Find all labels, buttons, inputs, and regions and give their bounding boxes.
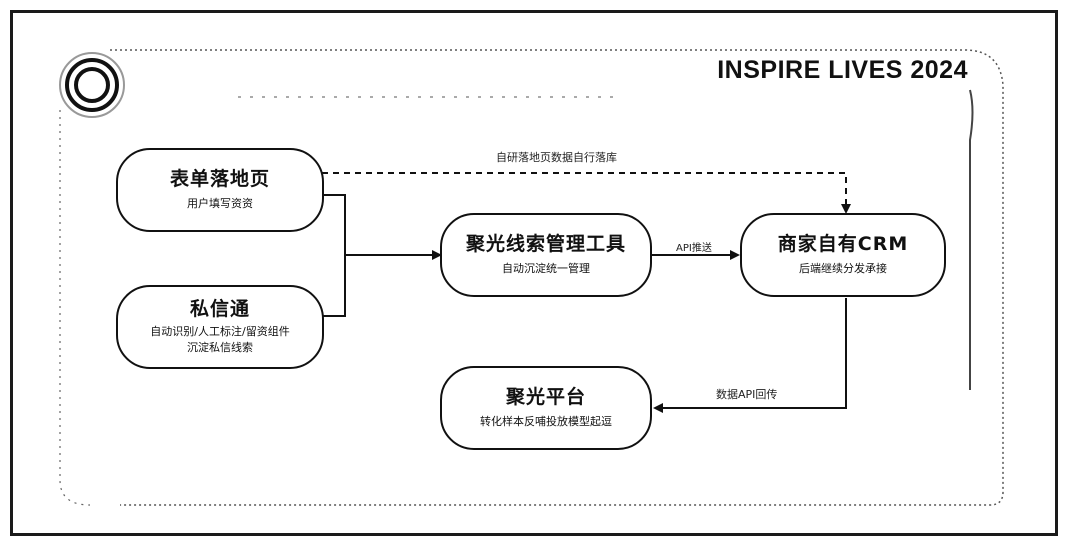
node-private-msg-title: 私信通 xyxy=(189,298,250,321)
node-private-msg: 私信通 自动识别/人工标注/留资组件 沉淀私信线索 xyxy=(116,285,324,369)
node-form-landing-title: 表单落地页 xyxy=(169,168,270,191)
node-crm: 商家自有CRM 后端继续分发承接 xyxy=(740,213,946,297)
edge-label-dashed-top: 自研落地页数据自行落库 xyxy=(496,151,617,164)
inner-frame-line-left xyxy=(59,110,91,506)
inner-frame-line xyxy=(110,49,1004,506)
node-private-msg-sub1: 自动识别/人工标注/留资组件 xyxy=(150,324,290,338)
edge-label-data-api-return: 数据API回传 xyxy=(716,388,778,401)
node-lead-tool: 聚光线索管理工具 自动沉淀统一管理 xyxy=(440,213,652,297)
node-lead-tool-sub: 自动沉淀统一管理 xyxy=(502,261,590,275)
inner-frame-line-right xyxy=(969,89,974,390)
node-private-msg-sub2: 沉淀私信线索 xyxy=(186,340,253,354)
edge-label-api-push: API推送 xyxy=(676,243,712,254)
node-lead-tool-title: 聚光线索管理工具 xyxy=(465,233,626,256)
node-form-landing: 表单落地页 用户填写资资 xyxy=(116,148,324,232)
node-form-landing-sub: 用户填写资资 xyxy=(187,196,253,210)
edge-data-api-return xyxy=(653,298,847,413)
node-platform-sub: 转化样本反哺投放模型起逗 xyxy=(480,414,612,428)
concentric-circle-logo-icon xyxy=(59,52,125,118)
edge-dashed-landing-to-crm xyxy=(322,172,851,214)
merge-bracket xyxy=(322,194,346,317)
outer-frame xyxy=(10,10,1058,536)
header-title: INSPIRE LIVES 2024 xyxy=(717,56,968,84)
node-crm-title: 商家自有CRM xyxy=(777,233,909,256)
node-crm-sub: 后端继续分发承接 xyxy=(799,261,887,275)
node-platform: 聚光平台 转化样本反哺投放模型起逗 xyxy=(440,366,652,450)
node-platform-title: 聚光平台 xyxy=(505,386,586,409)
